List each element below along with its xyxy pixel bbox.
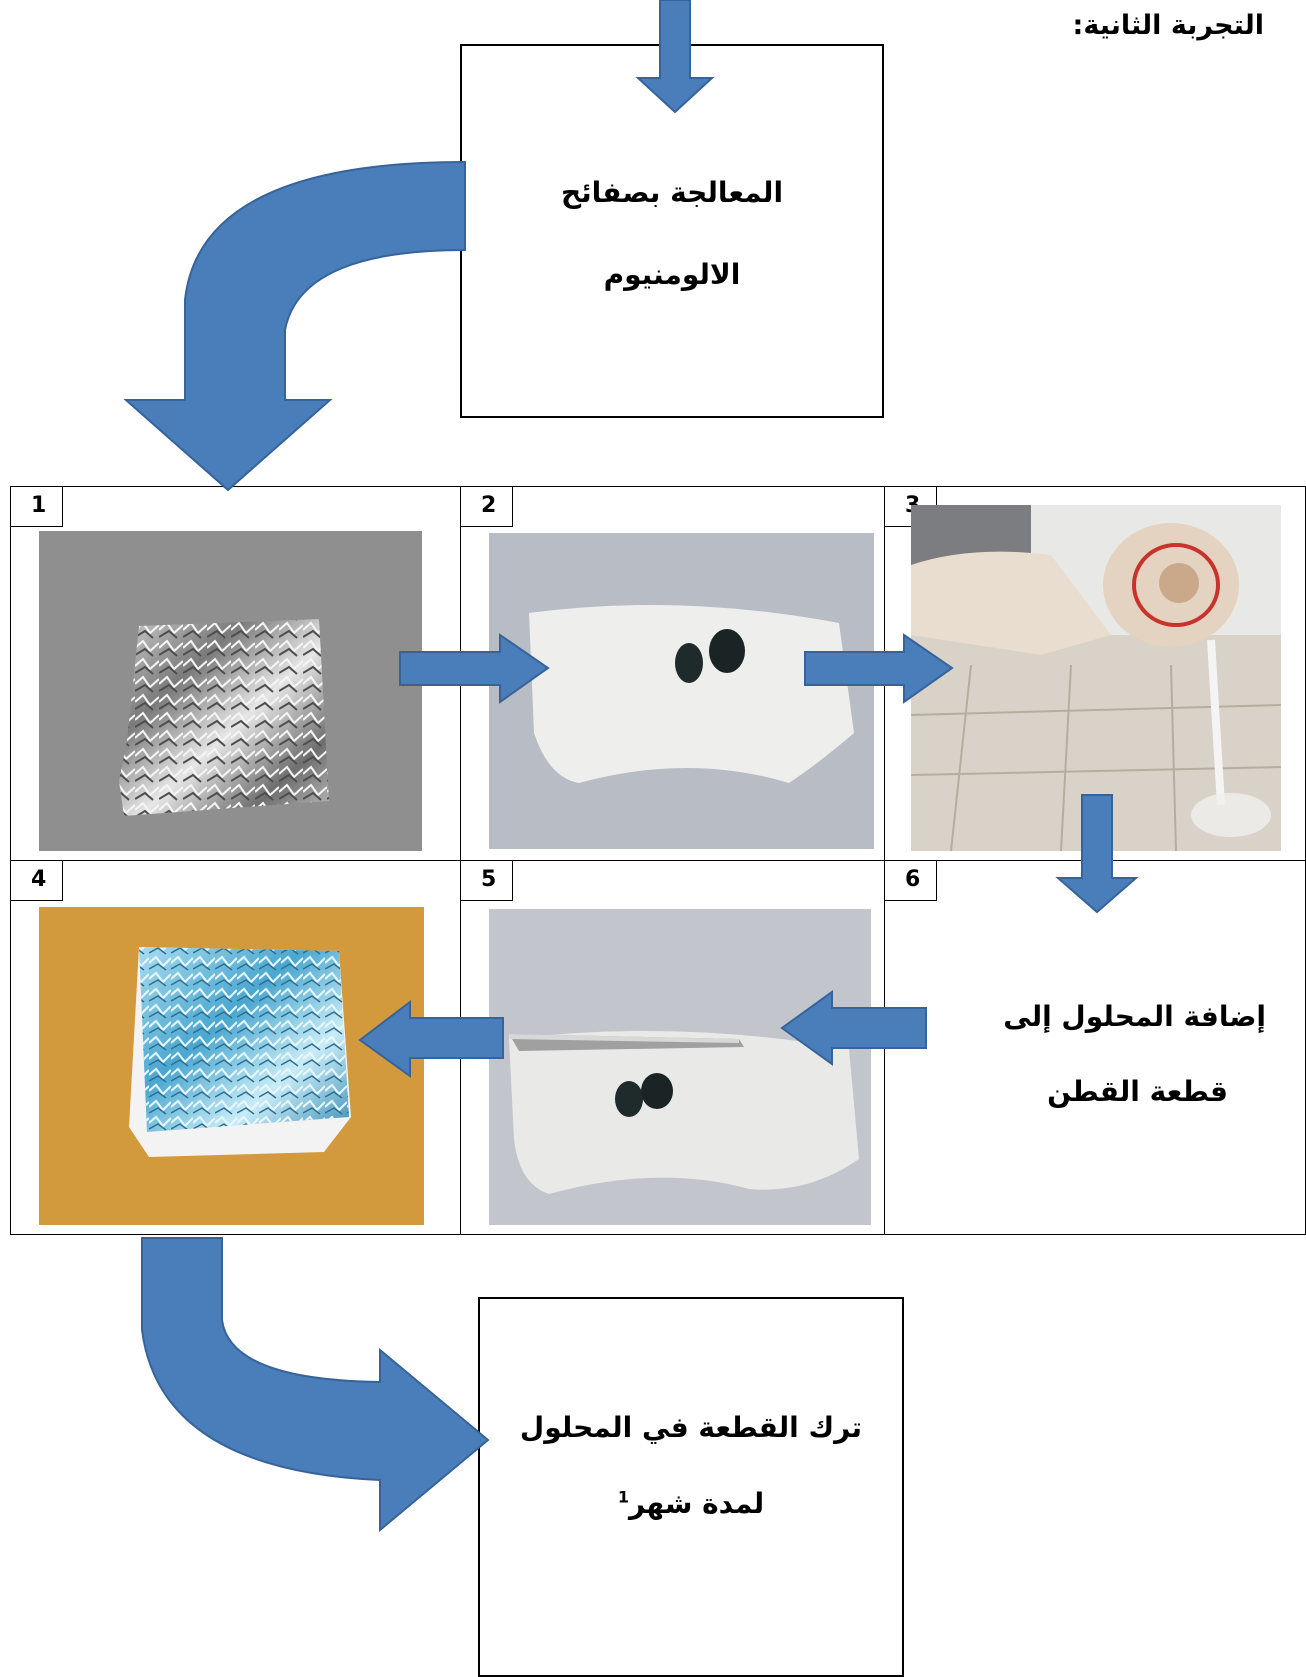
arrow-down-top — [635, 0, 715, 114]
arrow-right-1-2 — [399, 633, 550, 704]
arrow-right-2-3 — [804, 633, 954, 704]
arrow-left-6-5 — [780, 990, 927, 1066]
bottom-step-box: ترك القطعة في المحلول لمدة شهر1 — [478, 1297, 904, 1677]
grid-cell-5: 5 — [460, 860, 885, 1235]
bottom-step-line-2: لمدة شهر1 — [480, 1487, 902, 1520]
arrow-curve-down-right — [141, 1237, 490, 1533]
foil-illustration — [119, 619, 329, 816]
cell-number-6: 6 — [885, 861, 937, 901]
page-title: التجربة الثانية: — [1072, 10, 1264, 41]
cell-number-1: 1 — [11, 487, 63, 527]
photo-pouring-solution — [911, 505, 1281, 851]
grid-cell-1: 1 — [10, 486, 461, 861]
top-step-line-2: الالومنيوم — [603, 258, 741, 291]
cell-number-5: 5 — [461, 861, 513, 901]
arrow-curve-down-left — [123, 160, 466, 492]
photo-cotton-under-foil — [489, 909, 871, 1225]
side-step-line-2: قطعة القطن — [1047, 1075, 1228, 1108]
photo-crumpled-foil — [39, 531, 422, 851]
top-step-line-1: المعالجة بصفائح — [560, 176, 784, 209]
photo-blue-foil — [39, 907, 424, 1225]
cell-number-4: 4 — [11, 861, 63, 901]
photo-cotton-stones — [489, 533, 874, 849]
pouring-illustration — [911, 505, 1281, 851]
arrow-left-5-4 — [358, 999, 504, 1078]
blue-foil-illustration — [129, 947, 351, 1157]
cotton-illustration — [529, 605, 854, 783]
grid-cell-2: 2 — [460, 486, 885, 861]
footnote-marker: 1 — [617, 1487, 629, 1507]
covered-cotton-illustration — [509, 1031, 859, 1194]
arrow-down-right — [1055, 794, 1139, 914]
side-step-line-1: إضافة المحلول إلى — [1003, 1000, 1266, 1033]
bottom-step-duration: لمدة شهر — [628, 1487, 765, 1520]
cell-number-2: 2 — [461, 487, 513, 527]
bottom-step-line-1: ترك القطعة في المحلول — [519, 1411, 863, 1444]
